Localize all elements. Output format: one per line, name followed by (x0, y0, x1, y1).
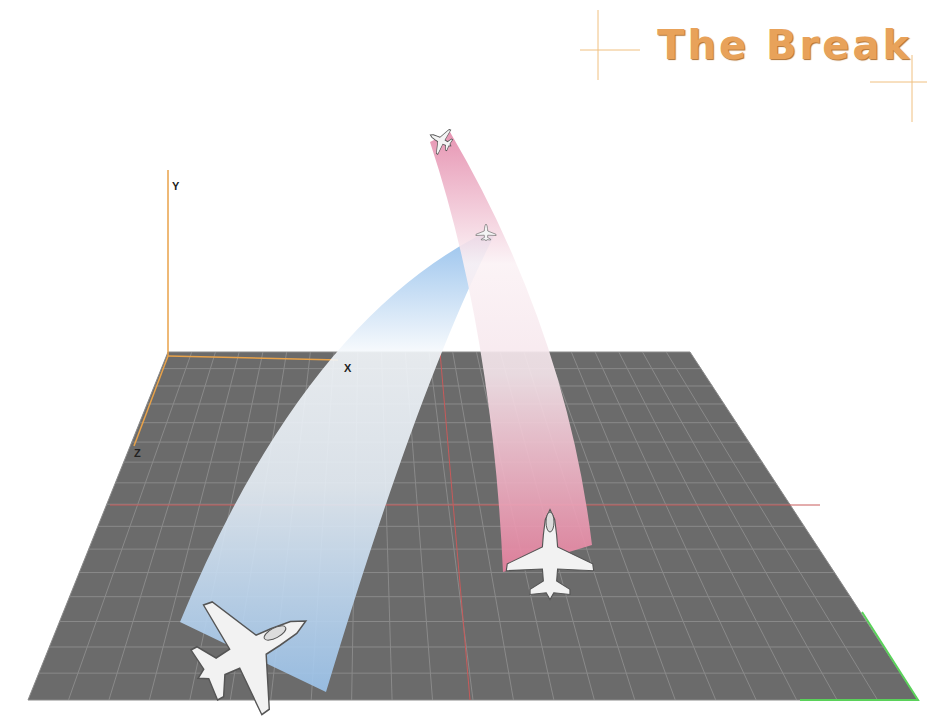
center-line (440, 352, 470, 700)
grid-line (68, 352, 191, 700)
pink-trail (430, 132, 592, 572)
grid-lines (28, 352, 918, 700)
grid-line (666, 352, 877, 700)
grid-line (643, 352, 838, 700)
grid-line (28, 352, 168, 700)
grid-line (619, 352, 797, 700)
grid-line (571, 352, 715, 700)
grid-line (429, 352, 473, 700)
grid-line (595, 352, 756, 700)
title-sparkle (580, 10, 927, 122)
axis-label: Z (134, 447, 141, 459)
title: The Break (657, 22, 912, 68)
canopy (262, 623, 288, 643)
blue-jet-small (476, 224, 496, 241)
blue-jet (169, 566, 335, 722)
axis-label: Y (172, 180, 179, 192)
pink-jet (506, 510, 593, 600)
corner-mark (800, 612, 918, 700)
grid-line (690, 352, 918, 700)
ground-plane (28, 352, 918, 700)
pink-jet-small (424, 123, 458, 158)
center-line (110, 505, 820, 506)
axis-label: X (344, 362, 351, 374)
canopy (546, 512, 554, 532)
